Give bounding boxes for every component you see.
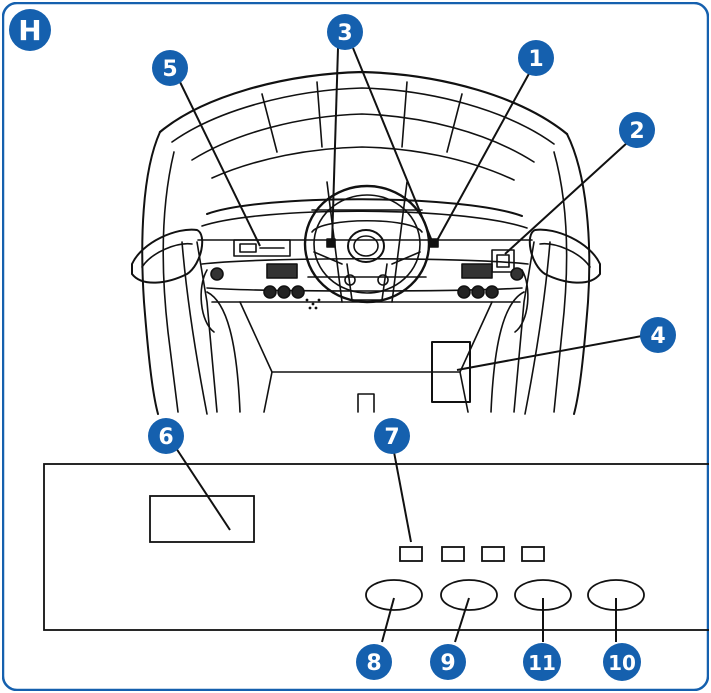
indicator-light-2 [441,546,465,562]
panel-button-9 [440,579,498,611]
callout-9: 9 [430,644,466,680]
callout-6-label: 6 [158,425,173,450]
callout-3: 3 [327,14,363,50]
callout-7-label: 7 [384,425,399,450]
indicator-light-3 [481,546,505,562]
callout-10-label: 10 [608,651,636,675]
control-panel-outline [43,463,709,631]
callout-2-label: 2 [629,119,644,144]
callout-1-label: 1 [528,47,543,72]
power-switch [491,249,515,273]
callout-11: 11 [523,643,561,681]
callout-10: 10 [603,643,641,681]
callout-4-label: 4 [650,324,665,349]
panel-button-8 [365,579,423,611]
callout-5-label: 5 [162,57,177,82]
mp3-panel [233,239,291,257]
section-badge-letter: H [18,14,41,47]
callout-1: 1 [518,40,554,76]
callout-7: 7 [374,418,410,454]
callout-3-label: 3 [337,21,352,46]
indicator-light-4 [521,546,545,562]
callout-4: 4 [640,317,676,353]
display-screen [149,495,255,543]
callout-11-label: 11 [528,651,556,675]
leader-lines [175,47,643,643]
indicator-light-1 [399,546,423,562]
steering-wheel [303,181,431,304]
section-badge: H [9,9,51,51]
callout-markers: H 1 2 3 4 5 6 7 [9,9,676,681]
callout-2: 2 [619,112,655,148]
callout-8-label: 8 [366,651,381,676]
callout-6: 6 [148,418,184,454]
callout-9-label: 9 [440,651,455,676]
callout-5: 5 [152,50,188,86]
car-dashboard-illustration [131,70,601,415]
callout-8: 8 [356,644,392,680]
battery-pedal-unit [431,341,471,403]
